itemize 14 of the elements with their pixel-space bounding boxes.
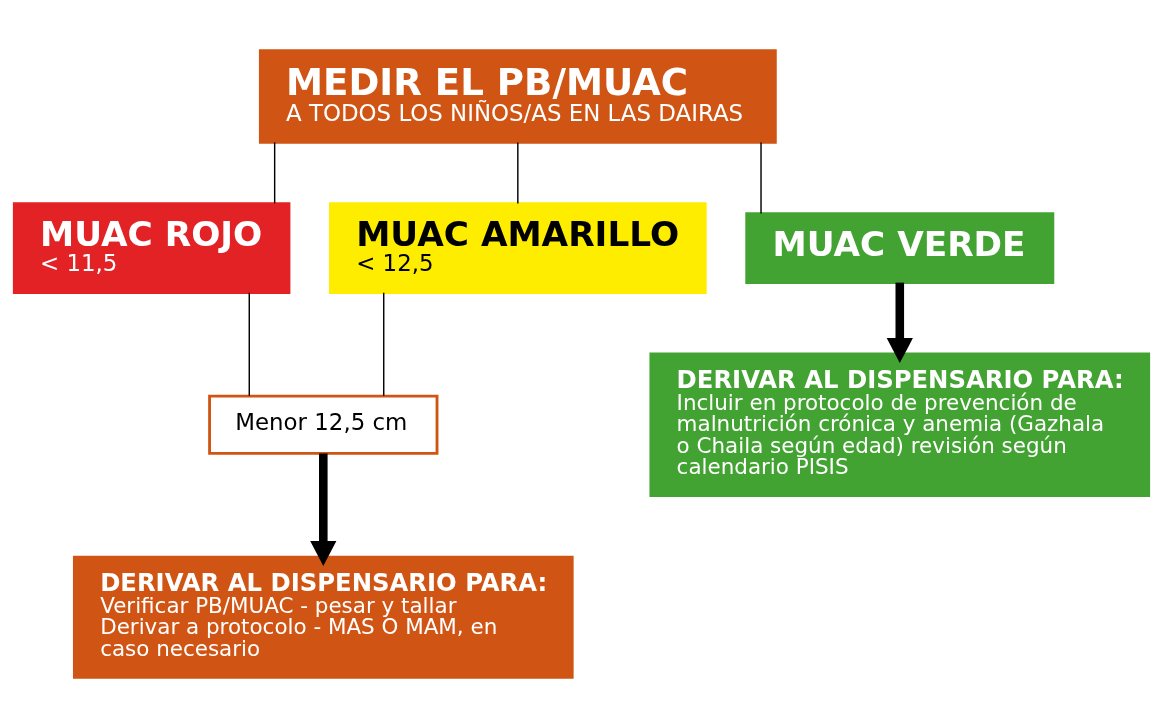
arrow <box>310 453 337 566</box>
connector <box>273 141 276 205</box>
node-box: MUAC VERDE <box>745 212 1055 284</box>
arrow <box>886 282 913 364</box>
connector <box>760 141 762 215</box>
node-box: DERIVAR AL DISPENSARIO PARA: Incluir en protocolo de prevención de malnutrición crónica y anemia (Gazhala o Chaila según edad) revisión según calendario PISIS <box>649 352 1151 498</box>
node-box: MUAC AMARILLO < 12,5 <box>329 202 707 294</box>
connector <box>517 141 519 205</box>
node-box: MUAC ROJO < 11,5 <box>12 202 291 294</box>
connector <box>383 292 385 397</box>
connector <box>248 292 250 397</box>
node-box: Menor 12,5 cm <box>208 394 439 455</box>
node-box: MEDIR EL PB/MUAC A TODOS LOS NIÑOS/AS EN LAS DAIRAS <box>258 49 777 144</box>
node-box: DERIVAR AL DISPENSARIO PARA: Verificar PB/MUAC - pesar y tallar Derivar a protocolo - MAS O MAM, en caso necesario <box>72 555 574 679</box>
